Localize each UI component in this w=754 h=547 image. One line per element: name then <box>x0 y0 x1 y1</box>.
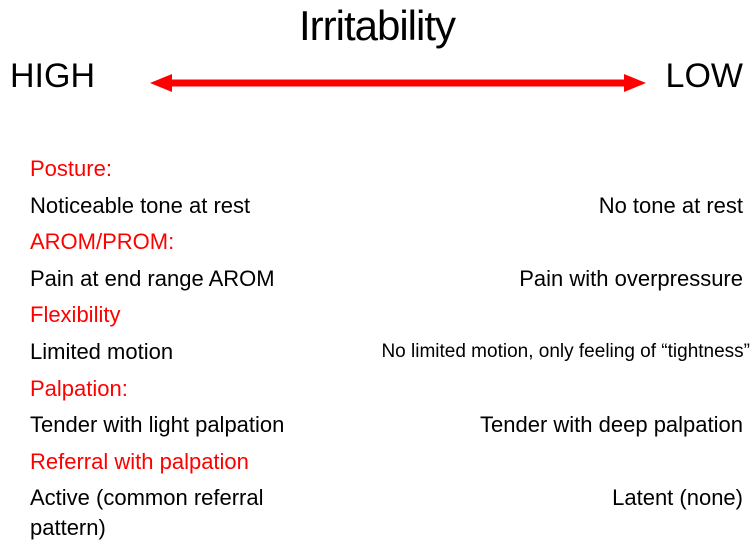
high-end-label: HIGH <box>10 57 95 95</box>
criteria-comparison: Posture: Noticeable tone at rest No tone… <box>30 154 750 543</box>
high-criterion-tone: Noticeable tone at rest <box>30 192 251 218</box>
low-end-label: LOW <box>665 57 743 95</box>
double-arrow-icon <box>150 74 646 92</box>
row-motion: Limited motion No limited motion, only f… <box>30 337 750 374</box>
high-criterion-pain: Pain at end range AROM <box>30 265 275 291</box>
low-criterion-tone: No tone at rest <box>598 192 743 218</box>
low-criterion-tenderness: Tender with deep palpation <box>480 412 743 438</box>
low-criterion-referral: Latent (none) <box>612 485 743 511</box>
arrowhead-left-icon <box>150 74 172 92</box>
category-label-posture: Posture: <box>30 156 112 181</box>
row-tenderness: Tender with light palpation Tender with … <box>30 410 743 447</box>
row-flexibility: Flexibility <box>30 300 743 337</box>
category-label-arom-prom: AROM/PROM: <box>30 229 175 255</box>
category-label-palpation: Palpation: <box>30 375 128 401</box>
low-criterion-motion: No limited motion, only feeling of “tigh… <box>381 340 750 362</box>
category-label-flexibility: Flexibility <box>30 302 121 328</box>
row-posture: Posture: <box>30 154 743 191</box>
row-referral-pattern: Active (common referral pattern) Latent … <box>30 483 743 543</box>
high-criterion-referral: Active (common referral pattern) <box>30 485 264 541</box>
category-label-referral: Referral with palpation <box>30 448 249 474</box>
arrowhead-right-icon <box>624 74 646 92</box>
row-referral: Referral with palpation <box>30 447 743 484</box>
row-pain: Pain at end range AROM Pain with overpre… <box>30 264 743 301</box>
low-criterion-pain: Pain with overpressure <box>519 265 743 291</box>
row-arom-prom: AROM/PROM: <box>30 227 743 264</box>
row-palpation: Palpation: <box>30 374 743 411</box>
page-title: Irritability <box>298 2 456 49</box>
high-criterion-motion: Limited motion <box>30 338 174 364</box>
row-tone: Noticeable tone at rest No tone at rest <box>30 191 743 228</box>
high-criterion-tenderness: Tender with light palpation <box>30 412 285 438</box>
